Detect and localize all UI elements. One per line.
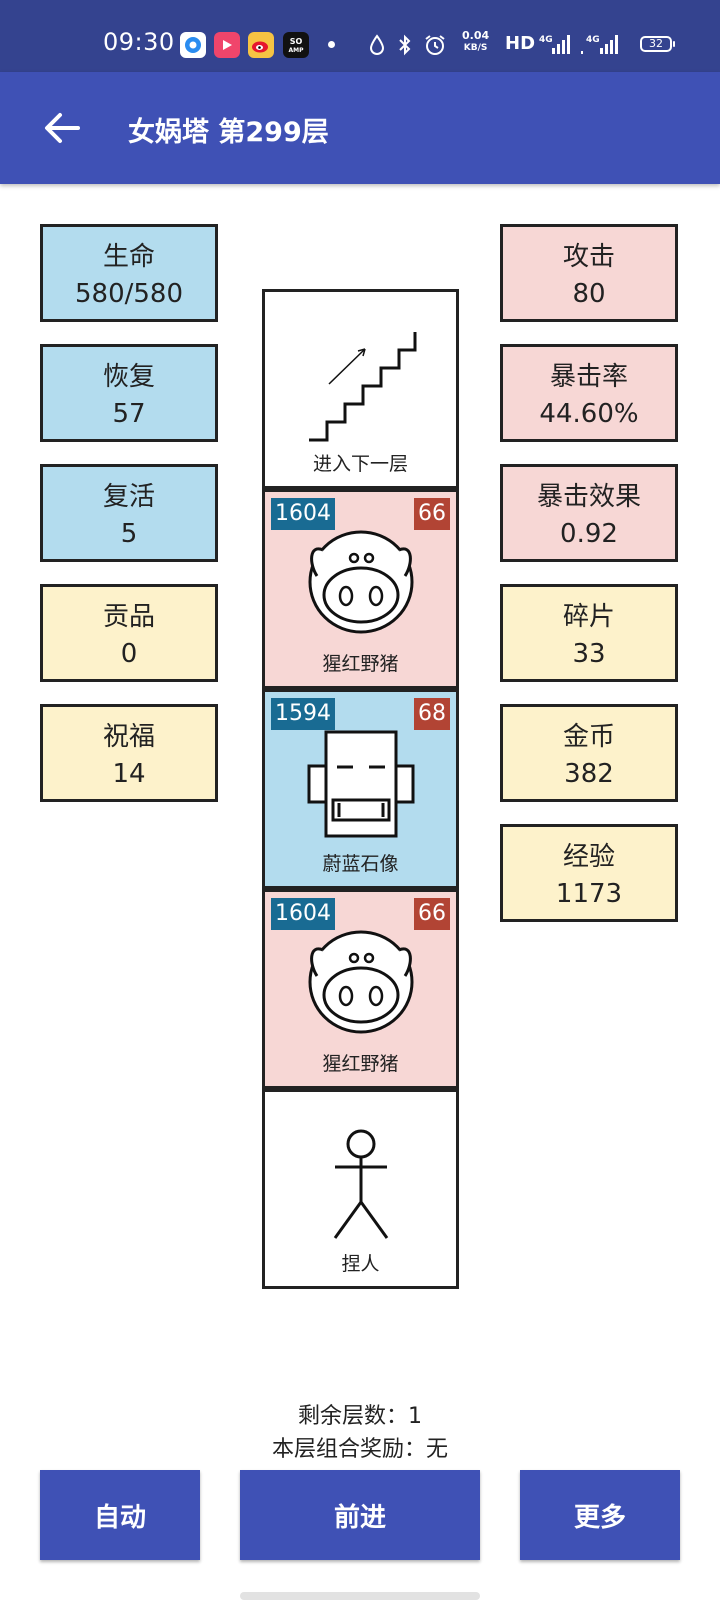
enemy-hp-badge: 1604 xyxy=(271,898,335,930)
signal-4g-secondary-icon: 4G xyxy=(581,35,618,54)
stat-regen: 恢复 57 xyxy=(40,344,218,442)
stat-tribute: 贡品 0 xyxy=(40,584,218,682)
svg-text:4G: 4G xyxy=(586,35,600,45)
signal-4g-icon: 4G xyxy=(539,35,570,54)
tower-cell-enemy[interactable]: 1604 66 猩红野猪 xyxy=(262,889,459,1089)
boar-icon xyxy=(308,530,414,634)
tower-cell-enemy[interactable]: 1604 66 猩红野猪 xyxy=(262,489,459,689)
hd-indicator: HD xyxy=(505,33,536,54)
alarm-icon xyxy=(425,35,445,55)
stat-crit-effect: 暴击效果 0.92 xyxy=(500,464,678,562)
battery-icon: 32 xyxy=(640,36,675,52)
app-bar: 女娲塔 第299层 xyxy=(0,72,720,184)
droplet-icon xyxy=(369,34,385,55)
video-app-icon xyxy=(214,32,240,58)
back-arrow-icon[interactable] xyxy=(40,106,84,150)
tower-cell-stairs[interactable]: 进入下一层 xyxy=(262,289,459,489)
stat-shards: 碎片 33 xyxy=(500,584,678,682)
stat-exp: 经验 1173 xyxy=(500,824,678,922)
floor-bonus: 本层组合奖励：无 xyxy=(271,1437,448,1462)
tower-cell-player[interactable]: 捏人 xyxy=(262,1089,459,1289)
cell-label: 进入下一层 xyxy=(312,453,408,475)
advance-button[interactable]: 前进 xyxy=(240,1470,480,1560)
gesture-nav-handle[interactable] xyxy=(240,1592,480,1600)
stat-crit-rate: 暴击率 44.60% xyxy=(500,344,678,442)
stone-statue-icon xyxy=(307,730,415,838)
remaining-floors: 剩余层数：1 xyxy=(298,1404,422,1429)
svg-text:SO: SO xyxy=(290,37,303,46)
page-title: 女娲塔 第299层 xyxy=(128,117,329,148)
cell-label: 猩红野猪 xyxy=(322,653,399,675)
enemy-hp-badge: 1594 xyxy=(271,698,335,730)
cell-label: 蔚蓝石像 xyxy=(322,853,399,875)
cell-label: 猩红野猪 xyxy=(322,1053,399,1075)
stat-hp: 生命 580/580 xyxy=(40,224,218,322)
weibo-icon xyxy=(248,32,274,58)
svg-text:AMP: AMP xyxy=(288,47,304,54)
stairs-icon xyxy=(309,332,417,442)
auto-button[interactable]: 自动 xyxy=(40,1470,200,1560)
more-button[interactable]: 更多 xyxy=(520,1470,680,1560)
stat-gold: 金币 382 xyxy=(500,704,678,802)
tower-cell-enemy[interactable]: 1594 68 蔚蓝石像 xyxy=(262,689,459,889)
bluetooth-icon xyxy=(399,34,411,56)
enemy-hp-badge: 1604 xyxy=(271,498,335,530)
network-speed: 0.04 KB/S xyxy=(462,29,490,54)
enemy-attack-badge: 68 xyxy=(414,698,450,730)
stat-revive: 复活 5 xyxy=(40,464,218,562)
stat-blessing: 祝福 14 xyxy=(40,704,218,802)
stick-figure-icon xyxy=(333,1129,389,1239)
enemy-attack-badge: 66 xyxy=(414,898,450,930)
cell-label: 捏人 xyxy=(341,1253,380,1275)
stat-attack: 攻击 80 xyxy=(500,224,678,322)
qq-browser-icon xyxy=(180,32,206,58)
status-time: 09:30 xyxy=(103,28,175,56)
enemy-attack-badge: 66 xyxy=(414,498,450,530)
boar-icon xyxy=(308,930,414,1034)
svg-text:4G: 4G xyxy=(539,35,553,45)
notification-dot-icon xyxy=(328,41,335,48)
